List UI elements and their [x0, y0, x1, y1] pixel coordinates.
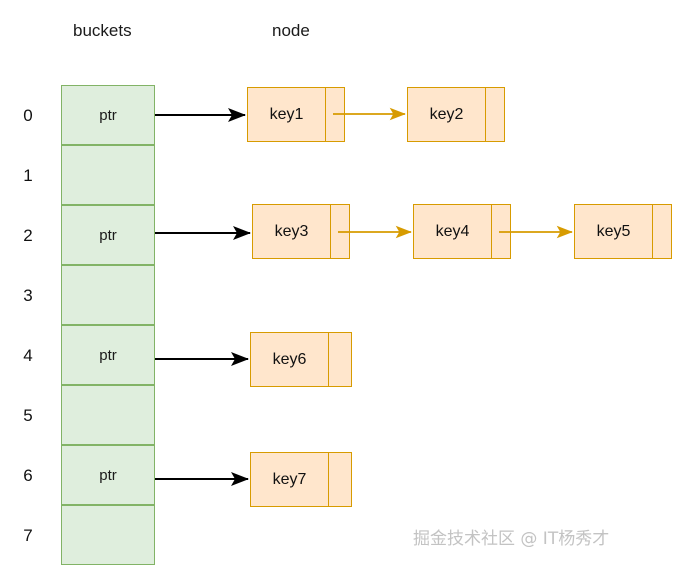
node-key6-key: key6 — [251, 333, 329, 386]
node-key7[interactable]: key7 — [250, 452, 352, 507]
bucket-index-0: 0 — [23, 105, 33, 125]
node-column-heading: node — [272, 21, 310, 40]
bucket-cell-6-label: ptr — [99, 466, 117, 484]
node-key3-key: key3 — [253, 205, 331, 258]
node-key7-key: key7 — [251, 453, 329, 506]
node-key3[interactable]: key3 — [252, 204, 350, 259]
node-key1-next-pointer-cell — [326, 88, 344, 141]
node-key1-key: key1 — [248, 88, 326, 141]
bucket-array: ptr ptr ptr ptr — [61, 85, 155, 565]
node-key5-next-pointer-cell — [653, 205, 671, 258]
bucket-cell-3[interactable] — [61, 265, 155, 325]
bucket-index-2: 2 — [23, 225, 33, 245]
node-key4-next-pointer-cell — [492, 205, 510, 258]
node-key4-key: key4 — [414, 205, 492, 258]
node-key4[interactable]: key4 — [413, 204, 511, 259]
bucket-cell-4-label: ptr — [99, 346, 117, 364]
node-key2-next-pointer-cell — [486, 88, 504, 141]
node-key2[interactable]: key2 — [407, 87, 505, 142]
node-key3-next-pointer-cell — [331, 205, 349, 258]
node-key2-key: key2 — [408, 88, 486, 141]
node-key1[interactable]: key1 — [247, 87, 345, 142]
bucket-cell-1[interactable] — [61, 145, 155, 205]
node-key5[interactable]: key5 — [574, 204, 672, 259]
node-key6[interactable]: key6 — [250, 332, 352, 387]
bucket-cell-5[interactable] — [61, 385, 155, 445]
bucket-index-7: 7 — [23, 525, 33, 545]
node-key7-next-pointer-cell — [329, 453, 351, 506]
node-key5-key: key5 — [575, 205, 653, 258]
bucket-index-1: 1 — [23, 165, 33, 185]
bucket-cell-6[interactable]: ptr — [61, 445, 155, 505]
node-key6-next-pointer-cell — [329, 333, 351, 386]
bucket-cell-2-label: ptr — [99, 226, 117, 244]
bucket-index-5: 5 — [23, 405, 33, 425]
bucket-cell-0-label: ptr — [99, 106, 117, 124]
buckets-column-heading: buckets — [73, 21, 132, 40]
bucket-index-6: 6 — [23, 465, 33, 485]
bucket-cell-0[interactable]: ptr — [61, 85, 155, 145]
bucket-index-4: 4 — [23, 345, 33, 365]
bucket-index-3: 3 — [23, 285, 33, 305]
watermark-text: 掘金技术社区 @ IT杨秀才 — [413, 529, 610, 549]
bucket-cell-4[interactable]: ptr — [61, 325, 155, 385]
bucket-cell-7[interactable] — [61, 505, 155, 565]
bucket-cell-2[interactable]: ptr — [61, 205, 155, 265]
